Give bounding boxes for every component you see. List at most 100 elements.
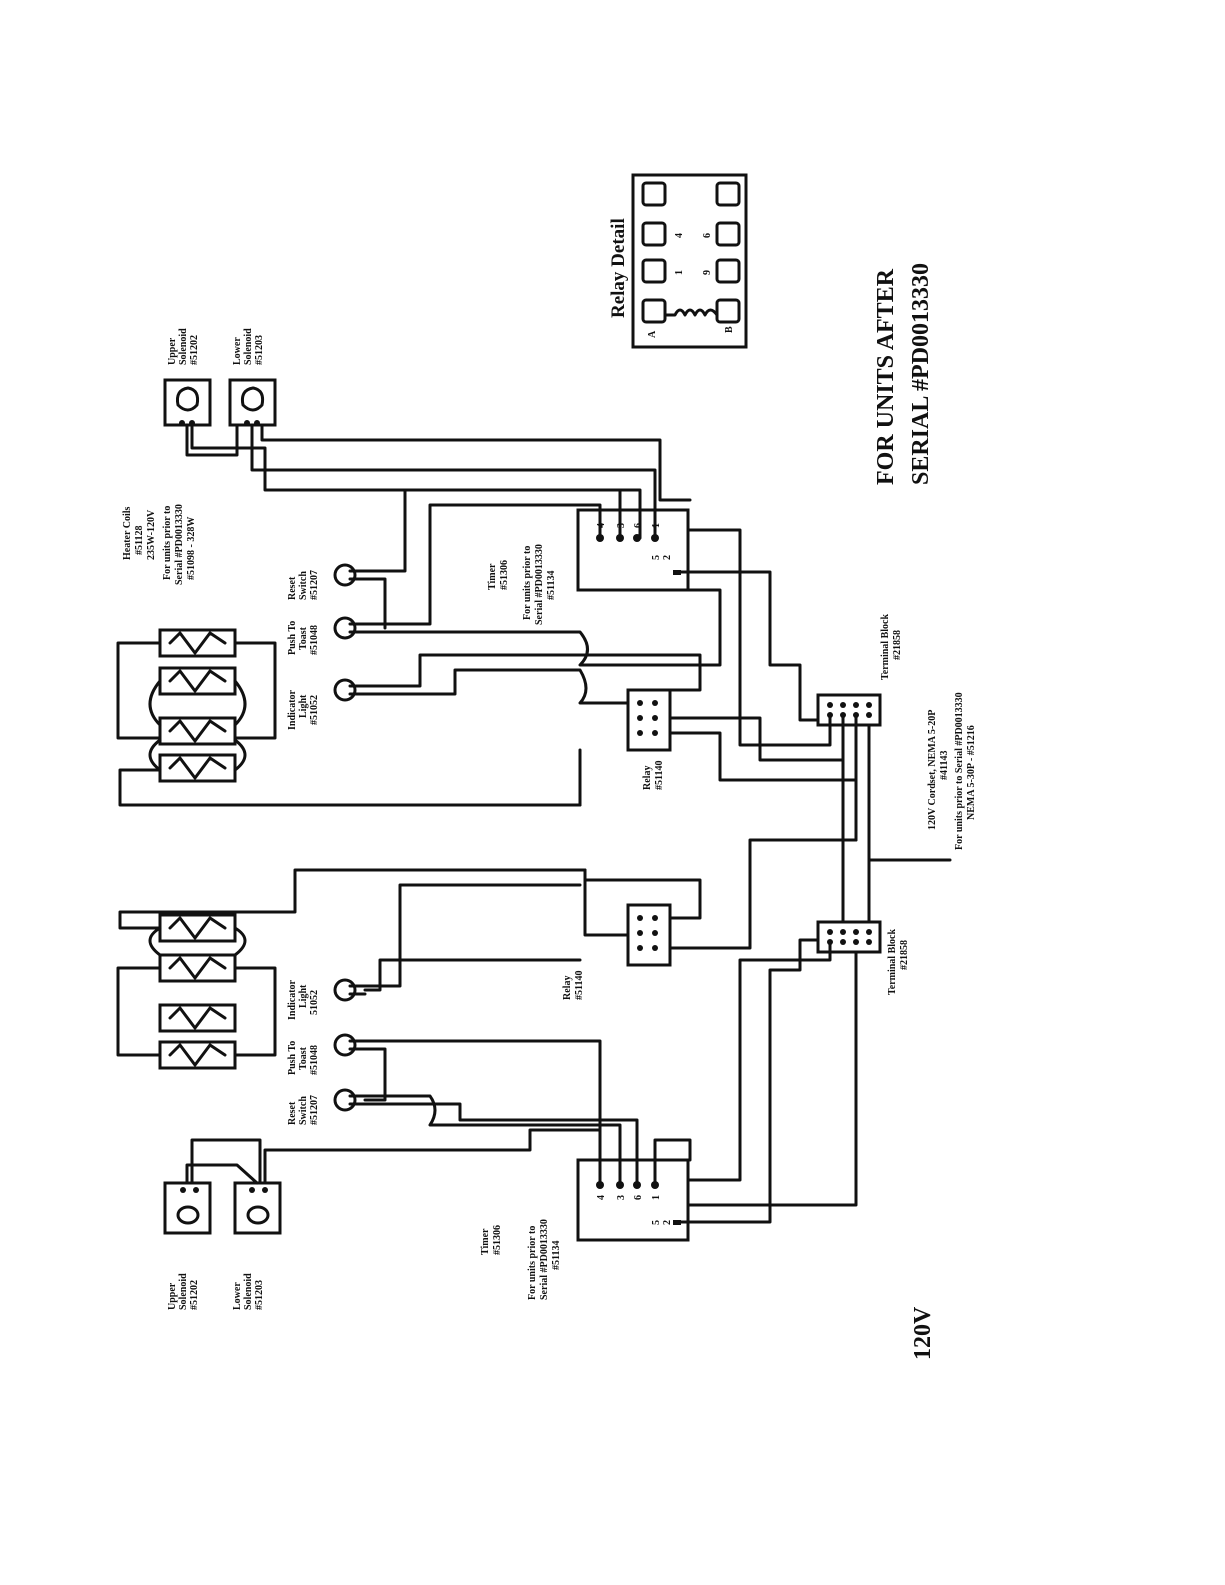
terminal-dot — [180, 1187, 186, 1193]
label-push-to-toast-bottom: Push To Toast #51048 — [287, 1041, 320, 1075]
terminal-dot — [262, 1187, 268, 1193]
label-text: #51048 — [309, 1045, 320, 1075]
wire — [185, 1163, 259, 1185]
component-outline — [576, 508, 690, 592]
label-text: Switch — [298, 571, 309, 600]
heater-coil-element — [168, 1043, 227, 1067]
terminal-dot — [840, 929, 846, 935]
label-text: Toast — [298, 1046, 309, 1070]
terminal-dot — [840, 702, 846, 708]
label-text: Relay — [642, 766, 653, 790]
label-indicator-light-bottom: Indicator Light 51052 — [287, 979, 320, 1020]
label-relay-bottom: Relay #51140 — [562, 971, 585, 1000]
terminal-dot — [249, 1187, 255, 1193]
wire — [233, 966, 277, 1057]
wire — [250, 423, 657, 540]
wire — [583, 868, 630, 937]
label-text: #51306 — [492, 1225, 503, 1255]
label-text: Light — [298, 694, 309, 718]
label-text: Solenoid — [243, 328, 254, 365]
terminal-block-bottom — [816, 920, 882, 954]
relay-detail-pin — [715, 298, 741, 324]
wire — [583, 878, 702, 920]
heater-coil-element — [168, 669, 227, 693]
terminal-dot — [652, 945, 658, 951]
relay-detail-pin — [715, 181, 741, 207]
wire — [363, 1094, 622, 1187]
wire — [348, 1039, 367, 1051]
terminal-dot — [244, 420, 250, 426]
relay-pin-label-a: A — [647, 330, 658, 338]
component-outline — [333, 616, 357, 640]
label-text: #51202 — [189, 335, 200, 365]
relay-detail-pin — [641, 298, 667, 324]
reset-switch-top — [333, 563, 367, 587]
label-text: 1 — [651, 523, 662, 528]
relay-pin-label-9: 9 — [702, 270, 713, 275]
label-text: 2 — [662, 1220, 673, 1225]
label-text: Serial #PD0013330 — [174, 504, 185, 585]
heater-coil-element — [168, 756, 227, 780]
lower-solenoid-bottom — [233, 1181, 282, 1235]
wire — [668, 838, 858, 950]
label-text: For units prior to — [522, 546, 533, 620]
terminal-dot — [254, 420, 260, 426]
label-power-cord: 120V Cordset, NEMA 5-20P #41143 For unit… — [927, 692, 977, 850]
terminal-dot — [637, 700, 643, 706]
wire — [233, 679, 247, 727]
label-text: 5 — [651, 1220, 662, 1225]
terminal-dot — [193, 1187, 199, 1193]
wire — [348, 569, 367, 581]
label-text: #51207 — [309, 1095, 320, 1125]
label-text: #41143 — [939, 751, 950, 780]
relay-detail-pin — [715, 258, 741, 284]
wire — [363, 1102, 639, 1187]
label-text: Timer — [487, 563, 498, 590]
label-text: Reset — [287, 576, 298, 600]
reset-switch-bottom — [333, 1088, 367, 1112]
terminal-dot — [827, 929, 833, 935]
label-text: For units prior to — [527, 1226, 538, 1300]
label-text: #21858 — [899, 940, 910, 970]
label-text: Solenoid — [178, 328, 189, 365]
wiring-top — [185, 423, 952, 862]
label-text: #51207 — [309, 570, 320, 600]
wire — [686, 950, 858, 1207]
label-text: 6 — [633, 1195, 644, 1200]
terminal-dot — [866, 712, 872, 718]
label-text: Terminal Block — [887, 929, 898, 995]
terminal-dot — [853, 929, 859, 935]
label-timer-top: Timer #51306 For units prior to Serial #… — [487, 544, 557, 625]
label-text: Reset — [287, 1101, 298, 1125]
wire — [363, 577, 387, 630]
label-upper-solenoid-top: Upper Solenoid #51202 — [167, 328, 200, 365]
wire — [116, 641, 162, 740]
terminal-dot — [866, 702, 872, 708]
label-indicator-light-top: Indicator Light #51052 — [287, 689, 320, 730]
timer-bottom-pin-labels: 4 3 6 1 5 2 — [596, 1195, 673, 1225]
label-text: 235W-120V — [146, 509, 157, 560]
label-text: 5 — [651, 555, 662, 560]
label-text: Serial #PD0013330 — [534, 544, 545, 625]
label-text: 120V Cordset, NEMA 5-20P — [927, 710, 938, 830]
terminal-dot — [652, 700, 658, 706]
label-text: 2 — [662, 555, 673, 560]
solenoid-coil-icon — [241, 386, 265, 412]
wire — [260, 423, 692, 502]
label-text: Toast — [298, 626, 309, 650]
wire — [233, 926, 247, 957]
terminal-dot — [853, 939, 859, 945]
push-to-toast-bottom — [333, 1033, 367, 1057]
wire — [190, 423, 642, 540]
label-text: Upper — [167, 337, 178, 365]
label-push-to-toast-top: Push To Toast #51048 — [287, 621, 320, 655]
label-text: #51052 — [309, 695, 320, 725]
component-outline — [626, 903, 672, 967]
wire — [348, 1094, 367, 1106]
wire — [148, 926, 162, 957]
wiring-bottom — [185, 828, 871, 1224]
relay-detail-pin — [641, 181, 667, 207]
wire — [233, 738, 247, 772]
timer-top-pin-labels: 4 3 6 1 5 2 — [596, 523, 673, 560]
upper-solenoid-top — [163, 378, 212, 427]
